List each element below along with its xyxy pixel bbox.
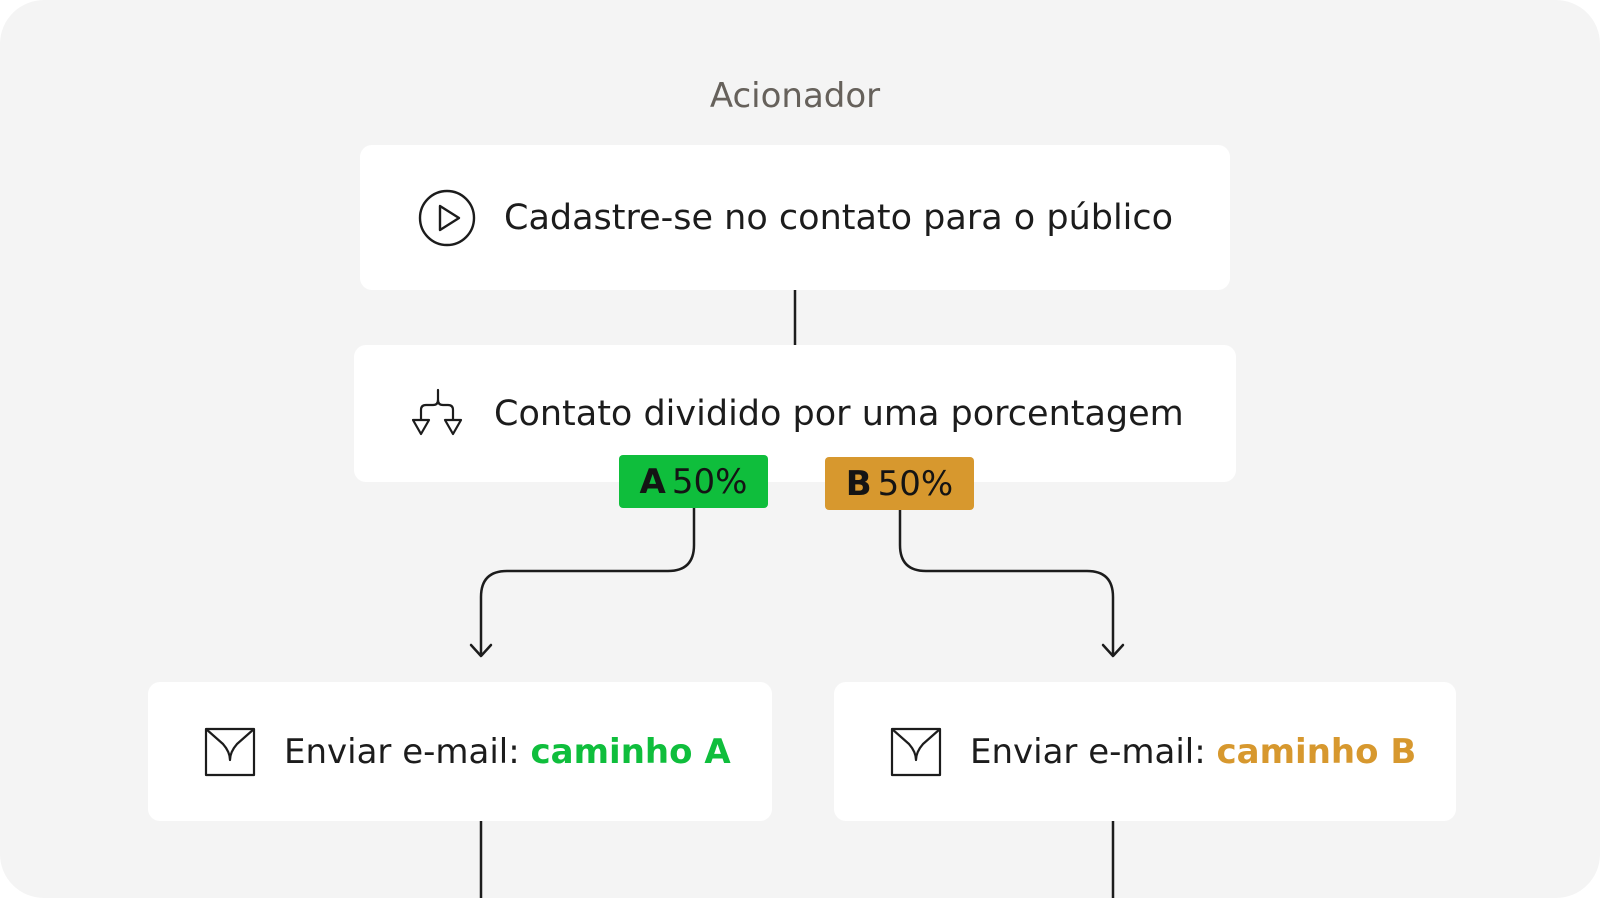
email-b-prefix: Enviar e-mail:: [970, 731, 1206, 772]
trigger-heading: Acionador: [709, 76, 881, 116]
branch-a-arrowhead: [469, 643, 493, 658]
email-b-path-name: caminho B: [1216, 731, 1417, 772]
branch-b-connector: [898, 508, 1115, 657]
trigger-card-label: Cadastre-se no contato para o público: [504, 197, 1174, 238]
trigger-card[interactable]: Cadastre-se no contato para o público: [360, 145, 1230, 290]
branch-a-letter: A: [639, 461, 666, 502]
split-card-label: Contato dividido por uma porcentagem: [494, 393, 1184, 434]
email-card-b-label: Enviar e-mail: caminho B: [970, 732, 1416, 772]
play-circle-icon: [418, 189, 476, 247]
branch-b-letter: B: [845, 463, 872, 504]
branch-b-arrowhead: [1101, 643, 1125, 658]
branch-a-connector: [479, 506, 696, 657]
branch-b-badge: B 50%: [825, 457, 974, 510]
envelope-icon: [204, 726, 256, 778]
split-card[interactable]: Contato dividido por uma porcentagem: [354, 345, 1236, 482]
email-a-path-name: caminho A: [530, 731, 731, 772]
branch-b-percent: 50%: [877, 463, 954, 504]
email-card-path-a[interactable]: Enviar e-mail: caminho A: [148, 682, 772, 821]
branch-a-percent: 50%: [671, 461, 748, 502]
email-a-prefix: Enviar e-mail:: [284, 731, 520, 772]
email-card-a-label: Enviar e-mail: caminho A: [284, 732, 731, 772]
email-card-path-b[interactable]: Enviar e-mail: caminho B: [834, 682, 1456, 821]
branch-a-badge: A 50%: [619, 455, 768, 508]
envelope-icon: [890, 726, 942, 778]
split-arrows-icon: [412, 388, 466, 440]
